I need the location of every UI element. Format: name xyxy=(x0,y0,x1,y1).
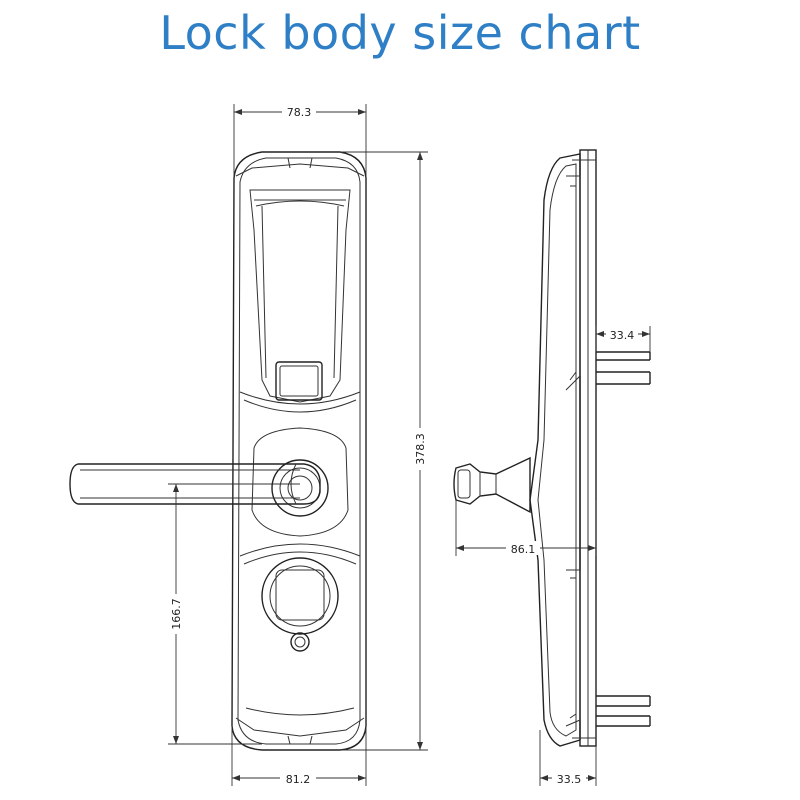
side-profile-outline xyxy=(529,153,581,747)
top-width-label: 78.3 xyxy=(287,106,312,119)
front-faceplate-inner xyxy=(237,157,361,745)
handle-depth-label: 86.1 xyxy=(511,543,536,556)
front-handle-lever xyxy=(69,463,321,505)
lower-spindle-rods xyxy=(596,695,651,727)
front-handle-housing xyxy=(251,427,349,537)
spindle-side-label: 33.4 xyxy=(610,329,635,342)
side-dimensions: 33.4 86.1 33.5 xyxy=(455,326,651,786)
fingerprint-sensor xyxy=(275,361,323,401)
front-bottom-rim xyxy=(235,717,365,737)
bottom-width-label: 81.2 xyxy=(286,773,311,786)
side-handle-stub xyxy=(453,456,531,514)
total-height-label: 378.3 xyxy=(414,433,427,465)
bottom-side-label: 33.5 xyxy=(557,773,582,786)
key-cylinder xyxy=(261,557,339,635)
small-button xyxy=(290,632,310,652)
upper-spindle-rods xyxy=(596,351,651,385)
handle-rose xyxy=(271,459,329,517)
front-dimensions: 78.3 378.3 166.7 81.2 xyxy=(168,104,428,786)
handle-height-label: 166.7 xyxy=(170,598,183,630)
side-view xyxy=(453,149,651,747)
page-title: Lock body size chart xyxy=(159,6,641,60)
front-view xyxy=(69,151,367,751)
front-top-rim xyxy=(235,163,365,177)
front-upper-panel xyxy=(249,189,351,403)
